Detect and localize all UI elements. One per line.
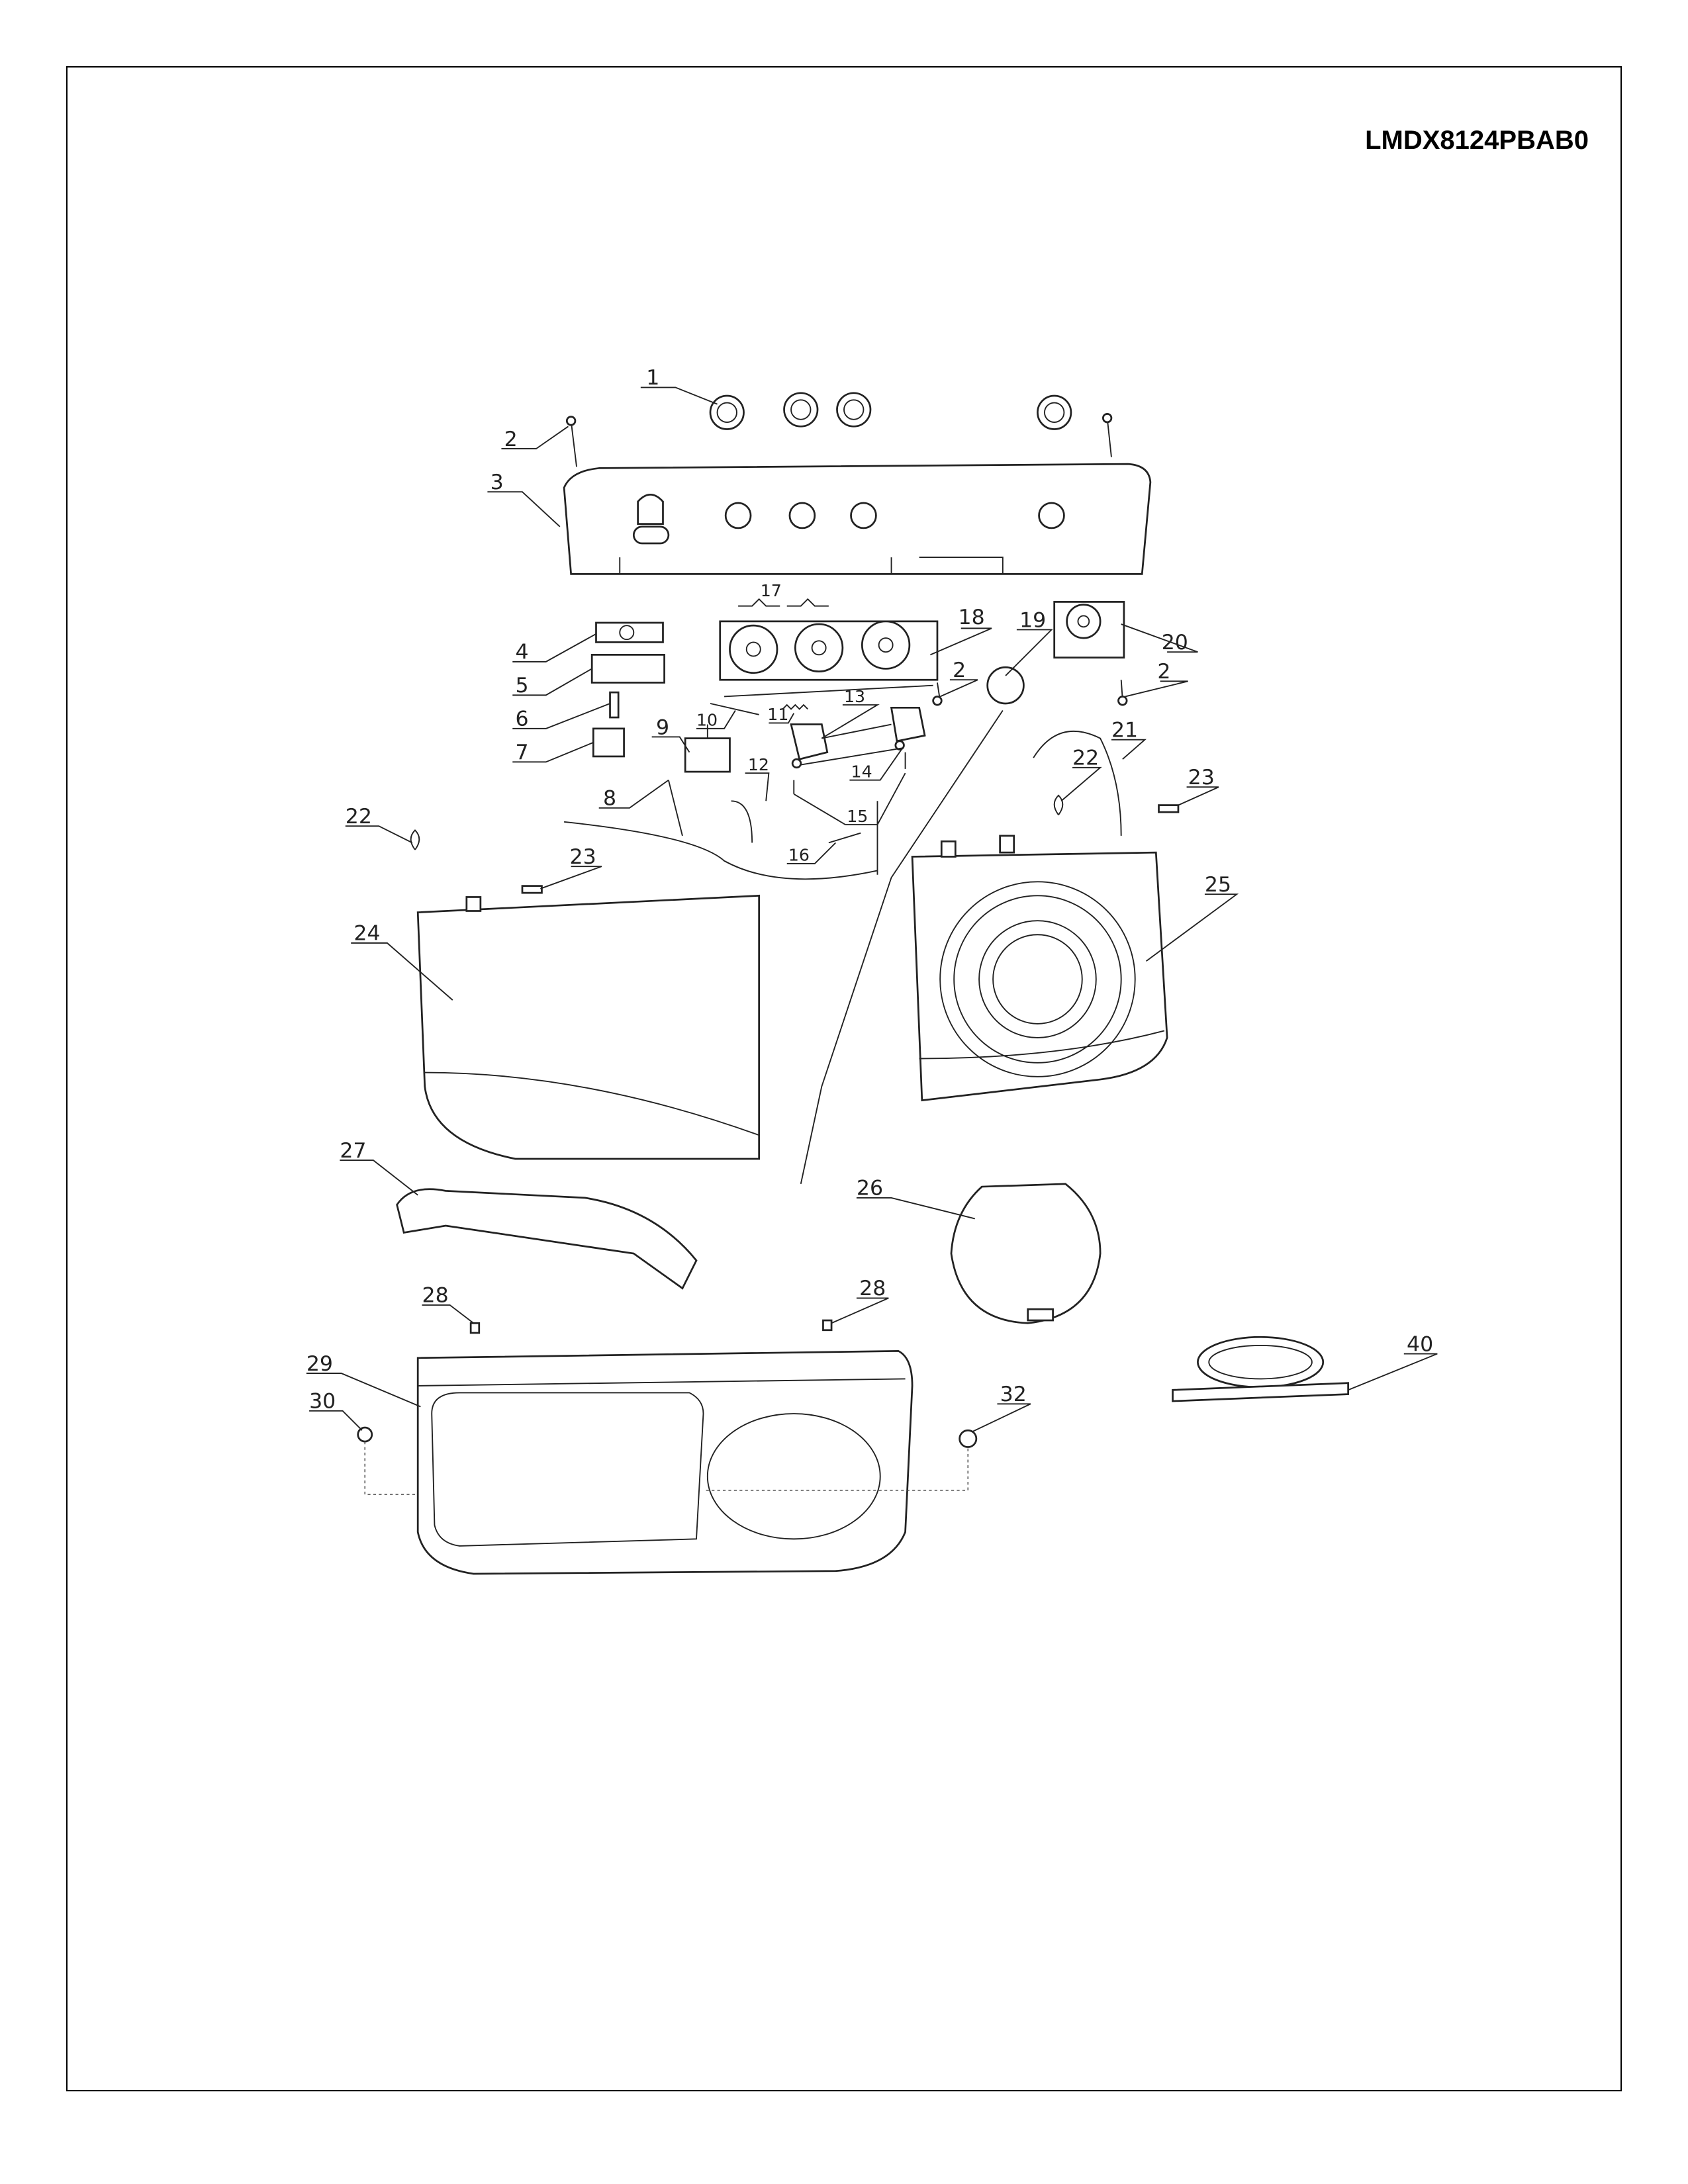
callout-12: 12 bbox=[748, 755, 769, 774]
callout-28-a: 28 bbox=[422, 1284, 449, 1308]
screws bbox=[565, 413, 1128, 706]
callout-21: 21 bbox=[1111, 718, 1138, 742]
leader-lines bbox=[306, 387, 1438, 1433]
switch bbox=[592, 727, 625, 758]
base-frame bbox=[416, 1349, 914, 1575]
callout-2-c: 2 bbox=[1157, 660, 1170, 684]
model-number: LMDX8124PBAB0 bbox=[1365, 126, 1589, 155]
callout-2: 2 bbox=[504, 428, 518, 451]
lever bbox=[710, 703, 759, 715]
callout-13: 13 bbox=[844, 687, 865, 706]
callout-18: 18 bbox=[959, 606, 985, 629]
control-panel bbox=[563, 463, 1152, 575]
page-border bbox=[66, 66, 1622, 2091]
callout-30: 30 bbox=[309, 1390, 336, 1414]
spring-clip bbox=[738, 598, 829, 607]
callout-19: 19 bbox=[1019, 608, 1046, 632]
callout-9: 9 bbox=[656, 715, 669, 739]
callout-2-b: 2 bbox=[953, 659, 966, 682]
callout-10: 10 bbox=[696, 711, 718, 730]
callout-22-a: 22 bbox=[346, 805, 372, 829]
spin-lid bbox=[911, 835, 1168, 1102]
callout-29: 29 bbox=[306, 1352, 333, 1376]
knobs bbox=[709, 392, 1072, 430]
callout-3: 3 bbox=[491, 471, 504, 494]
callout-32: 32 bbox=[1000, 1383, 1027, 1406]
drain-duct bbox=[396, 1188, 698, 1290]
callout-25: 25 bbox=[1205, 873, 1231, 897]
clip-right bbox=[822, 1319, 833, 1332]
wire-harness bbox=[564, 709, 1004, 1185]
callout-4: 4 bbox=[515, 641, 528, 664]
spring bbox=[609, 691, 620, 719]
callout-20: 20 bbox=[1162, 631, 1188, 655]
callout-8: 8 bbox=[603, 787, 616, 811]
clip-left bbox=[469, 1322, 481, 1334]
spring-right bbox=[1053, 794, 1064, 815]
callout-26: 26 bbox=[857, 1177, 883, 1201]
callout-22-b: 22 bbox=[1072, 747, 1099, 770]
foot-right bbox=[959, 1429, 978, 1448]
spin-timer-bracket bbox=[1053, 601, 1125, 659]
connector bbox=[828, 832, 861, 844]
spring-left bbox=[410, 829, 420, 850]
callout-14: 14 bbox=[851, 762, 872, 782]
callouts: 1 2 3 4 5 6 7 8 9 10 11 12 13 14 15 16 1… bbox=[306, 366, 1433, 1413]
water-level-switch bbox=[790, 723, 829, 760]
callout-40: 40 bbox=[1407, 1332, 1433, 1356]
small-spring bbox=[782, 704, 808, 710]
callout-27: 27 bbox=[340, 1139, 366, 1163]
callout-7: 7 bbox=[515, 741, 528, 764]
callout-5: 5 bbox=[515, 674, 528, 698]
spin-timer bbox=[986, 666, 1025, 705]
callout-23-a: 23 bbox=[570, 845, 596, 869]
callout-15: 15 bbox=[847, 807, 868, 826]
callout-11: 11 bbox=[767, 705, 788, 724]
timer-bracket bbox=[719, 620, 939, 698]
selector-switch bbox=[890, 706, 926, 743]
callout-17: 17 bbox=[761, 581, 782, 600]
callout-23-b: 23 bbox=[1188, 766, 1215, 790]
hose bbox=[1033, 730, 1122, 836]
wash-lid bbox=[416, 894, 761, 1160]
callout-1: 1 bbox=[646, 366, 659, 390]
callout-28-b: 28 bbox=[859, 1277, 886, 1300]
spin-cover bbox=[950, 1183, 1102, 1324]
switch-housing bbox=[590, 653, 665, 684]
hinge-right bbox=[1158, 804, 1180, 813]
callout-16: 16 bbox=[788, 846, 810, 865]
callout-6: 6 bbox=[515, 707, 528, 731]
callout-24: 24 bbox=[353, 922, 380, 946]
hinge-left bbox=[521, 885, 543, 894]
capacitor bbox=[684, 737, 731, 773]
drain-hose bbox=[1197, 1336, 1325, 1388]
foot-left bbox=[357, 1426, 373, 1443]
